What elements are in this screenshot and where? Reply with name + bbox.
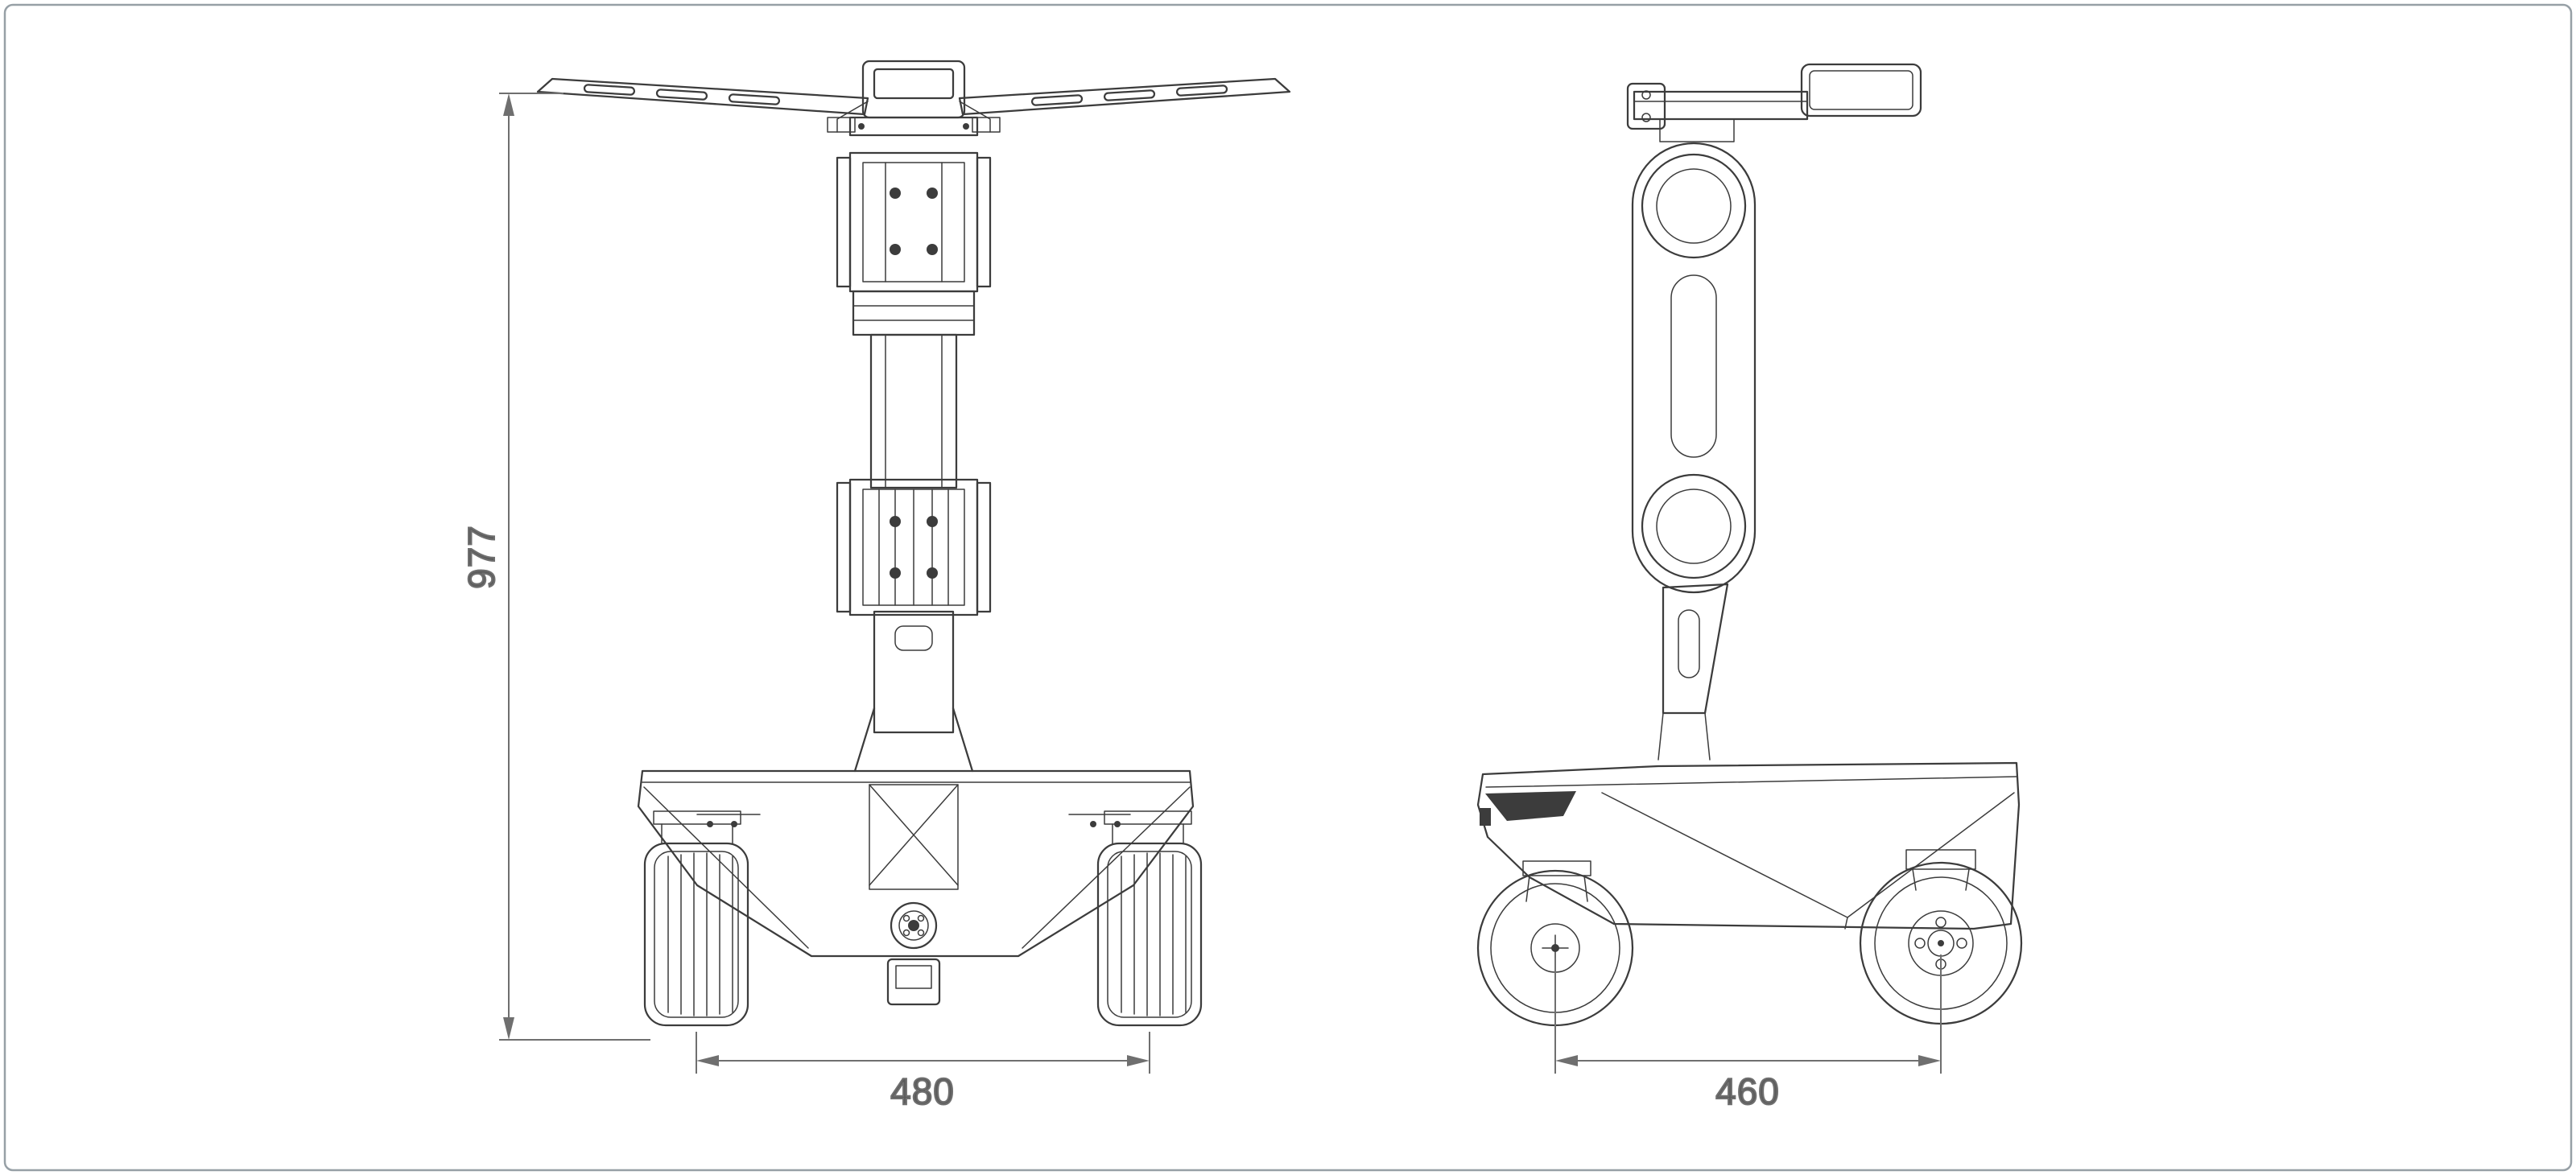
front-width-dimension-label: 480: [890, 1070, 955, 1112]
hitch-front: [886, 958, 941, 1006]
robot-head-side: [1626, 63, 1922, 142]
arm-side: [1631, 142, 1757, 761]
robot-head-front: [848, 60, 979, 137]
mast-front: [836, 151, 992, 773]
side-length-dimension-label: 460: [1715, 1070, 1780, 1112]
front-width-dimension: 480: [696, 1032, 1150, 1113]
solar-wings-front: [536, 77, 1291, 133]
side-length-dimension: 460: [1554, 954, 1942, 1113]
base-side: [1476, 761, 2021, 930]
front-view-drawing: [536, 60, 1291, 1027]
right-wheel-front: [1096, 810, 1203, 1027]
side-view-drawing: [1476, 63, 2023, 1027]
base-front: [637, 769, 1195, 1006]
height-dimension: 977: [460, 93, 650, 1041]
height-dimension-label: 977: [460, 525, 502, 589]
left-wheel-front: [643, 810, 749, 1027]
page-border: [3, 3, 2573, 1172]
